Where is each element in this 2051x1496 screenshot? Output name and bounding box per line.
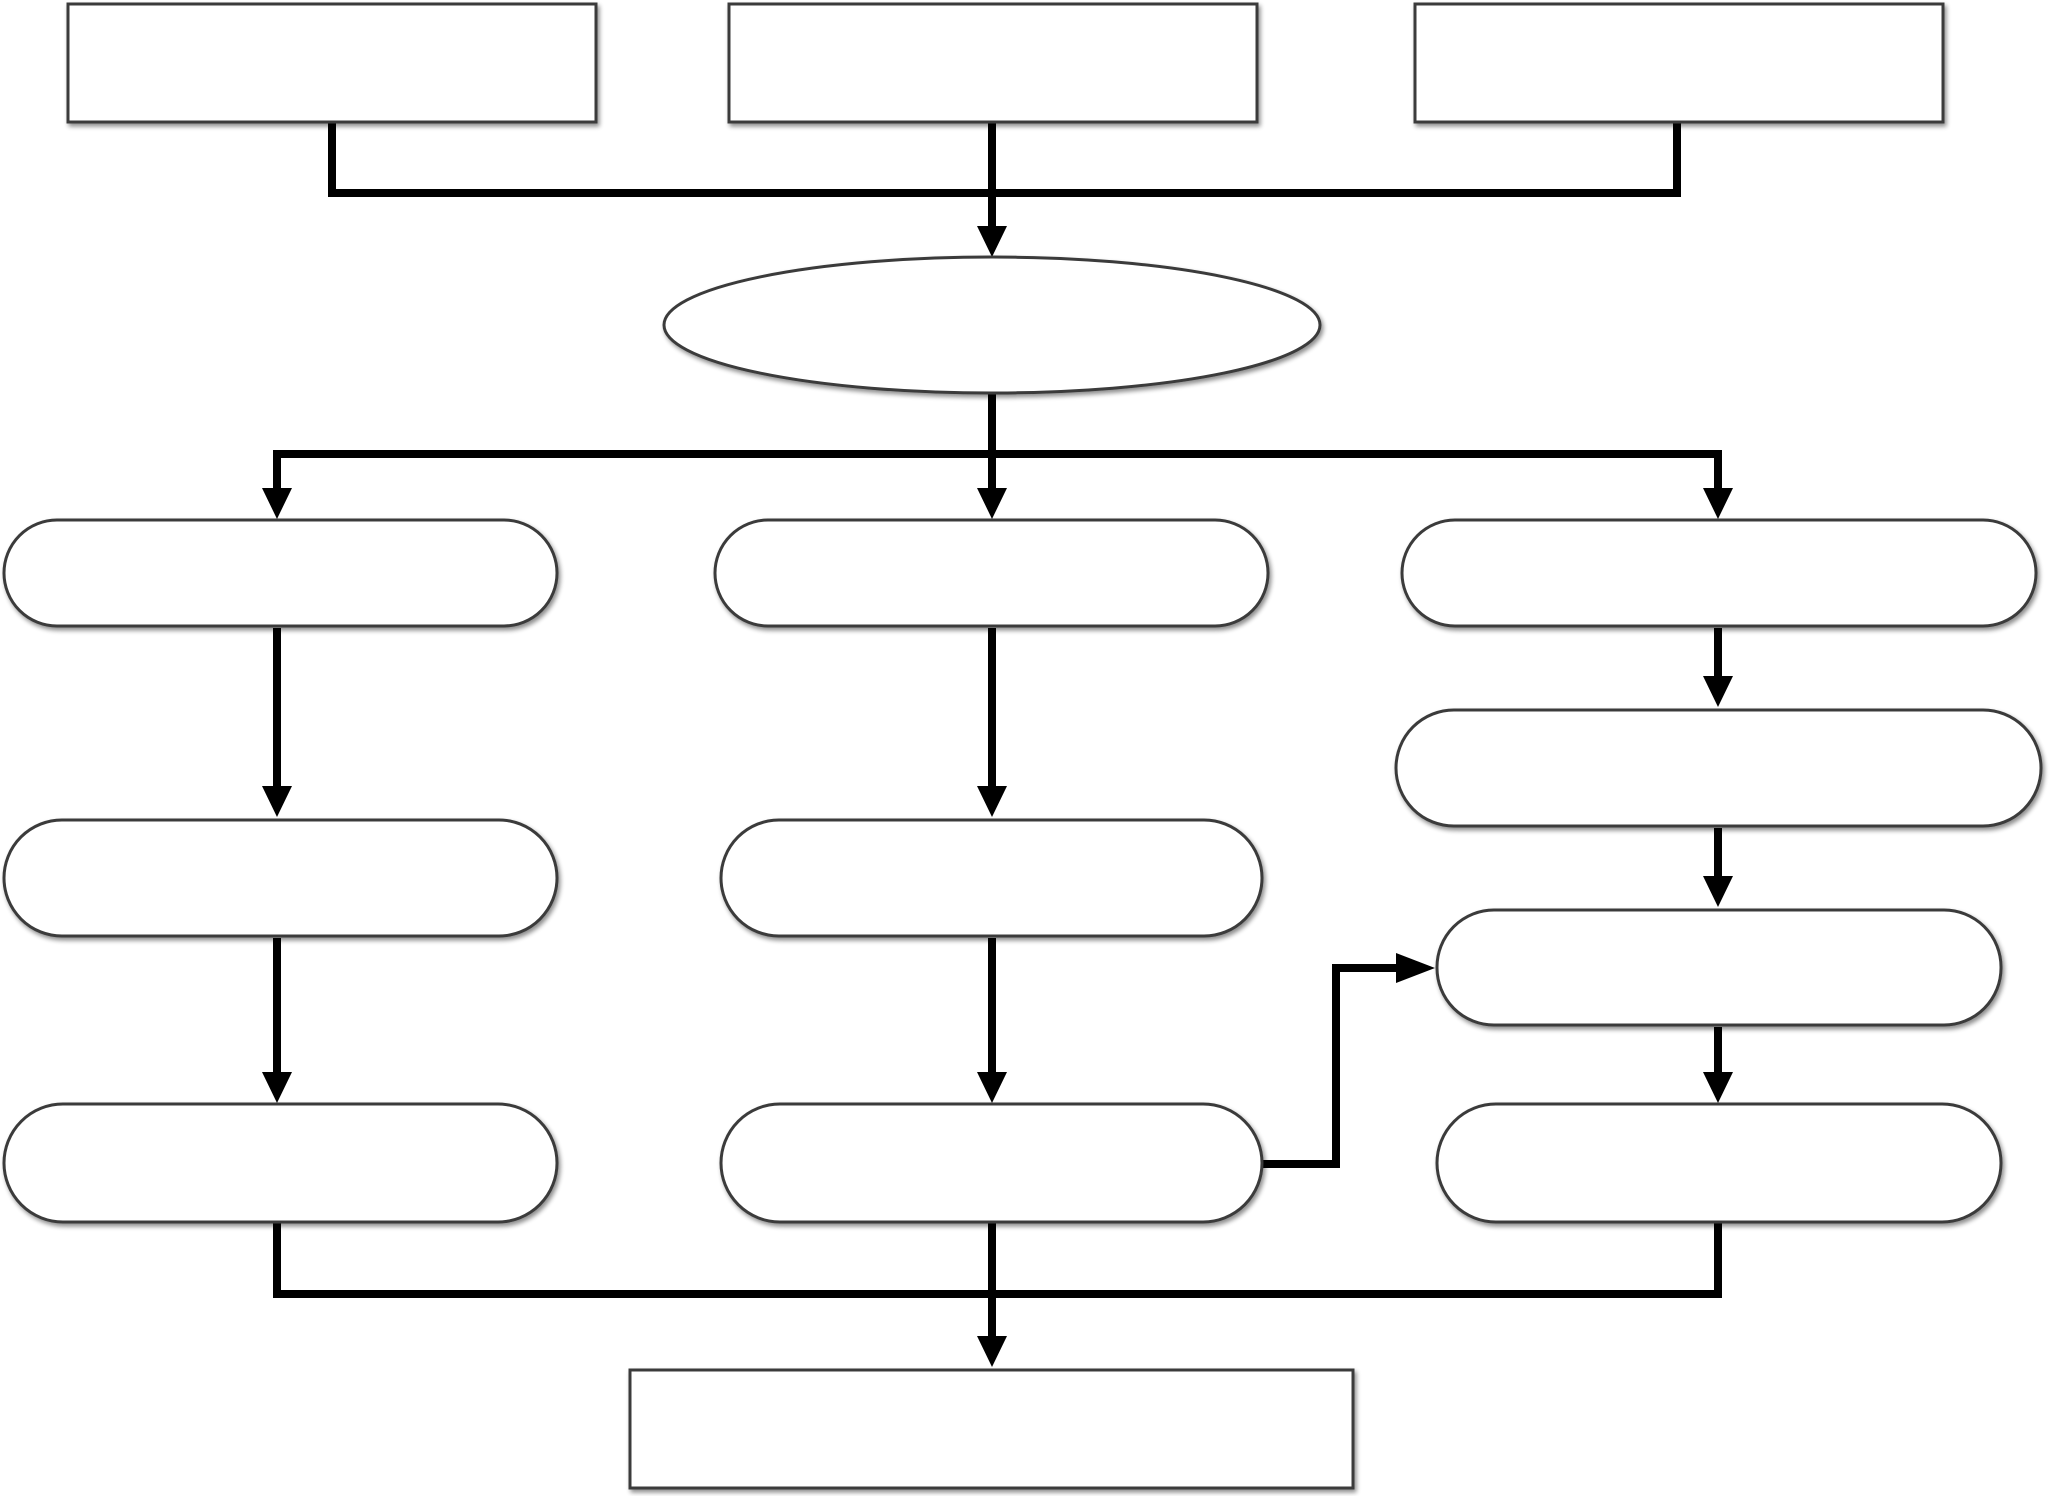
arrowhead-to-left-1 — [262, 488, 292, 519]
arrowhead-to-right-4 — [1703, 1072, 1733, 1103]
top-box-2 — [727, 2, 1259, 124]
right-step-1 — [1400, 518, 2038, 628]
connector-mid-3-to-right-3 — [1262, 964, 1400, 1168]
left-step-3 — [2, 1102, 559, 1224]
right-step-2 — [1394, 708, 2043, 828]
arrowhead-to-mid-3 — [977, 1072, 1007, 1103]
mid-step-2 — [719, 818, 1264, 938]
mid-step-1 — [713, 518, 1270, 628]
output-box — [628, 1368, 1355, 1490]
connector-hub-split — [273, 394, 1722, 491]
left-step-2 — [2, 818, 559, 938]
arrowhead-to-output — [977, 1336, 1007, 1367]
connector-bottom-merge — [273, 1222, 1722, 1340]
top-box-3 — [1413, 2, 1945, 124]
arrowhead-to-left-3 — [262, 1072, 292, 1103]
arrowhead-to-mid-2 — [977, 786, 1007, 817]
arrowhead-to-right-3 — [1703, 876, 1733, 907]
hub-ellipse — [662, 255, 1322, 395]
arrowhead-to-right-1 — [1703, 488, 1733, 519]
arrowhead-to-hub — [977, 226, 1007, 257]
mid-step-3 — [719, 1102, 1264, 1224]
connector-top-merge — [328, 120, 1681, 230]
arrowhead-to-right-2 — [1703, 676, 1733, 707]
right-step-3 — [1435, 908, 2003, 1027]
right-step-4 — [1435, 1102, 2003, 1224]
top-box-1 — [66, 2, 598, 124]
arrowhead-to-mid-1 — [977, 488, 1007, 519]
left-step-1 — [2, 518, 559, 628]
arrowhead-to-left-2 — [262, 786, 292, 817]
connectors — [262, 120, 1733, 1367]
arrowhead-to-right-3-side — [1396, 953, 1435, 983]
